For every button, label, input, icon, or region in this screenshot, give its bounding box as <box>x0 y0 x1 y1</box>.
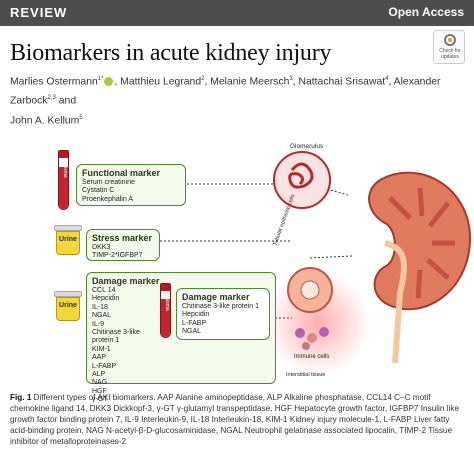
marker-item: Chitinase 3-like <box>92 329 140 337</box>
marker-item: TIMP-2*IGFBP7 <box>92 252 143 260</box>
immune-cell <box>295 328 305 338</box>
figure-number: Fig. 1 <box>10 393 32 402</box>
figure-illustration: Glomerulus Tubular epithelial cells Immu… <box>160 143 472 378</box>
plasma-tube-damage: Plasma <box>160 283 171 338</box>
glomerulus-capillaries <box>288 162 314 189</box>
marker-item: ALP <box>92 371 106 379</box>
marker-item: NGAL <box>182 328 202 336</box>
immune-cell <box>307 333 317 343</box>
author-name[interactable]: Marlies Ostermann <box>10 76 98 88</box>
urine-cup-damage: Urine <box>54 291 82 321</box>
author-name[interactable]: Nattachai Srisawat <box>298 76 386 88</box>
orcid-icon[interactable] <box>104 77 114 87</box>
marker-item: Hepcidin <box>182 311 210 319</box>
marker-item: Proenkephalin A <box>82 195 133 203</box>
marker-item: HGF <box>92 387 107 395</box>
marker-item: protein 1 <box>92 337 120 345</box>
damage-marker-title: Damage marker <box>92 276 160 286</box>
marker-item: CCL 14 <box>92 287 116 294</box>
marker-item: Serum creatinine <box>82 179 135 186</box>
open-access-label[interactable]: Open Access <box>388 5 464 19</box>
plasma-tube-functional: Plasma <box>58 150 69 210</box>
marker-item: Chitinase 3-like protein 1 <box>182 303 260 310</box>
marker-item: Hepcidin <box>92 295 120 303</box>
marker-item: Cystatin C <box>82 187 115 195</box>
stress-marker-box: Stress marker DKK3 TIMP-2*IGFBP7 <box>86 229 160 261</box>
marker-item: γ-GT <box>92 396 108 404</box>
section-label: REVIEW <box>10 5 68 20</box>
author-list: Marlies Ostermann1*, Matthieu Legrand2, … <box>10 76 441 127</box>
author-name[interactable]: Matthieu Legrand <box>120 76 202 88</box>
label-immune-cells: Immune cells <box>294 354 329 360</box>
marker-item: NGAL <box>92 312 112 320</box>
figure-1: Glomerulus Tubular epithelial cells Immu… <box>0 118 474 403</box>
kidney-pyramids <box>388 187 455 299</box>
marker-item: L-FABP <box>92 362 117 370</box>
label-glomerulus: Glomerulus <box>290 143 324 150</box>
immune-cell <box>302 342 310 350</box>
caption-text: Different types of AKI biomarkers. AAP A… <box>10 393 459 446</box>
journal-header-bar: REVIEW Open Access <box>0 0 474 26</box>
update-icon <box>444 34 456 46</box>
author-name[interactable]: Melanie Meersch <box>210 76 290 88</box>
functional-marker-box: Functional marker Serum creatinine Cysta… <box>76 164 186 206</box>
marker-item: NAG <box>92 379 108 387</box>
functional-marker-title: Functional marker <box>82 168 161 178</box>
marker-item: IL-9 <box>92 320 105 328</box>
damage-marker-title: Damage marker <box>182 292 250 302</box>
article-title: Biomarkers in acute kidney injury <box>10 40 332 66</box>
immune-cell <box>319 327 329 337</box>
author-name[interactable]: Alexander Zarbock <box>10 76 441 107</box>
author-name[interactable]: John A. Kellum <box>10 115 80 127</box>
label-interstitial: Interstitial tissue <box>286 372 325 378</box>
figure-caption: Fig. 1 Different types of AKI biomarkers… <box>10 392 468 447</box>
damage-marker-plasma-box: Damage marker Chitinase 3-like protein 1… <box>176 288 270 340</box>
marker-item: IL-18 <box>92 303 108 311</box>
ureter <box>384 240 407 364</box>
urine-cup-stress: Urine <box>54 225 82 255</box>
marker-item: DKK3 <box>92 244 111 251</box>
stress-marker-title: Stress marker <box>92 233 153 243</box>
marker-item: KIM-1 <box>92 345 111 353</box>
marker-item: AAP <box>92 354 107 362</box>
connector-tubule-kidney <box>309 255 353 259</box>
tubule-lumen <box>300 280 320 300</box>
marker-item: L-FABP <box>182 319 207 327</box>
